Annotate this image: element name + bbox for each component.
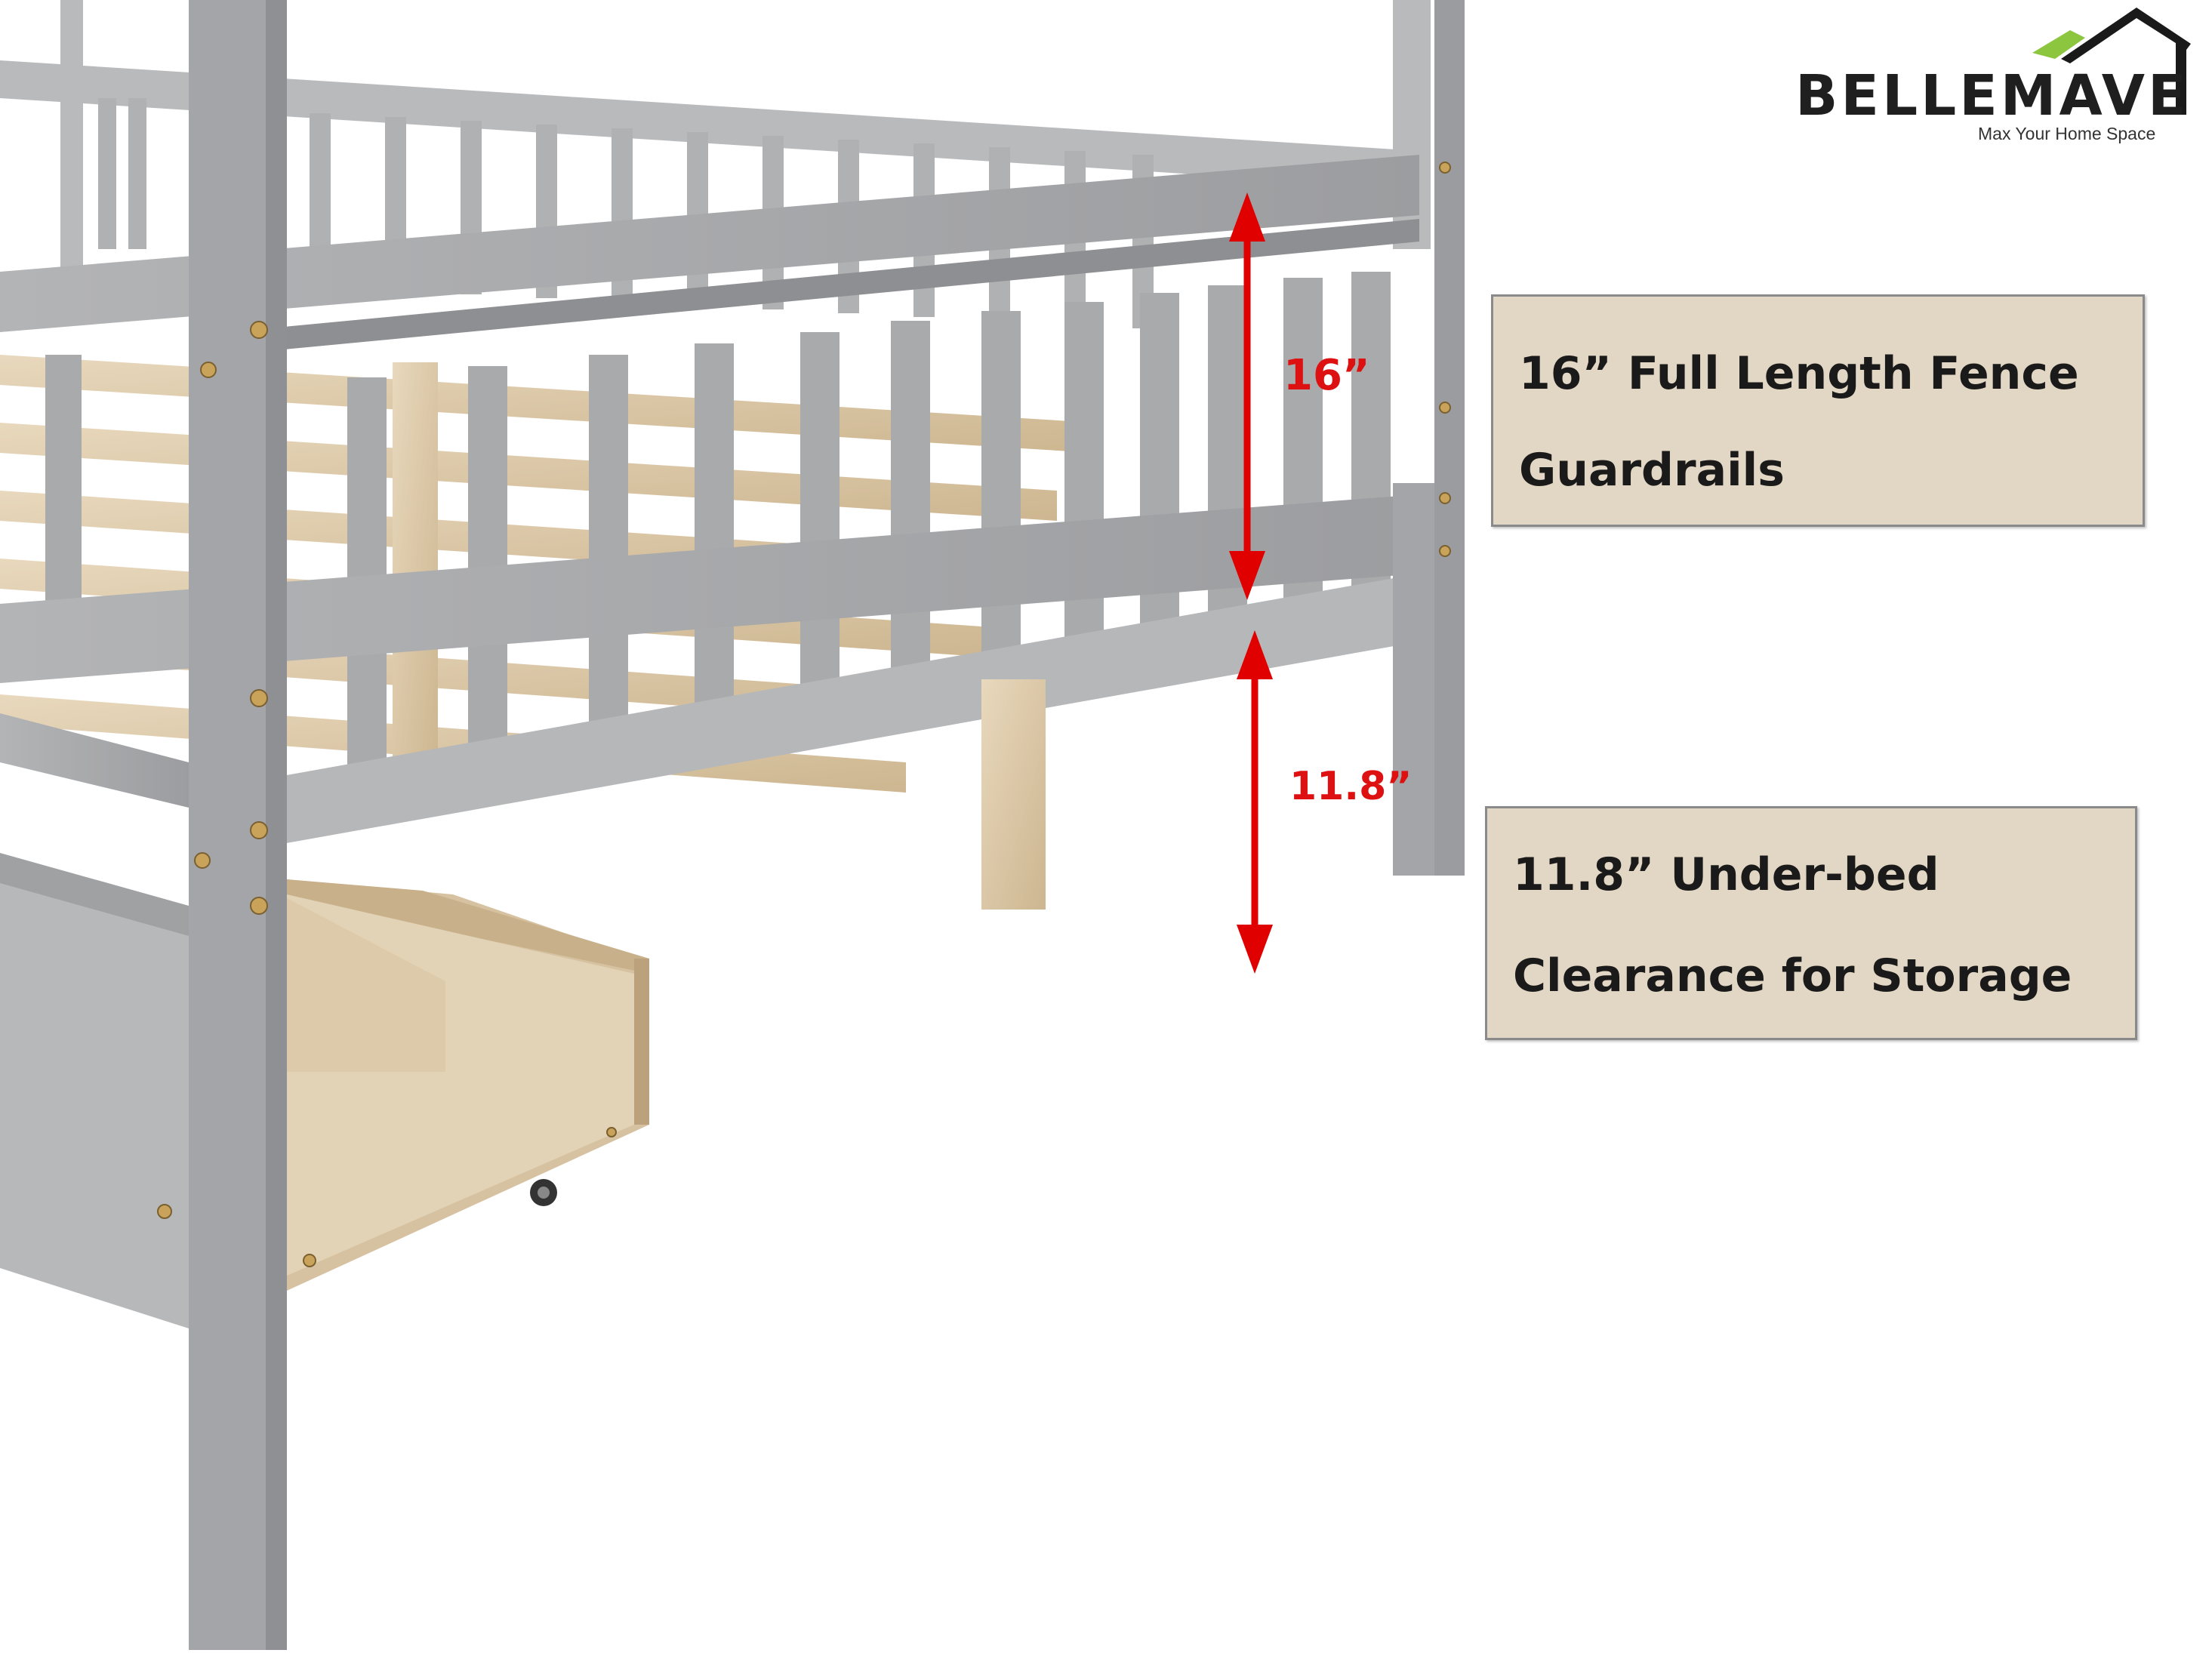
guardrail-height-label: 16” [1283,351,1370,400]
side-board [0,494,1419,860]
brand-logo: BELLEMAVE Max Your Home Space [1789,8,2197,143]
house-roof-logo-icon [2032,8,2191,115]
callout-text-line: Clearance for Storage [1513,950,2072,1002]
dimension-arrow-11-8 [1237,630,1273,974]
callout-text-line: 11.8” Under-bed [1513,848,1939,901]
brand-tagline: Max Your Home Space [1978,124,2156,143]
center-leg [981,679,1046,910]
callout-guardrails: 16” Full Length Fence Guardrails [1491,294,2145,527]
front-top-rail [0,155,1419,359]
screws [157,162,1451,1267]
brand-name: BELLEMAVE [1795,63,2189,128]
storage-drawer [287,879,649,1291]
callout-clearance: 11.8” Under-bed Clearance for Storage [1485,806,2137,1040]
dimension-arrow-16 [1229,192,1265,600]
head-panel [0,853,189,1328]
callout-text-line: 16” Full Length Fence [1519,347,2079,400]
clearance-height-label: 11.8” [1289,764,1413,809]
callout-text-line: Guardrails [1519,444,1785,497]
